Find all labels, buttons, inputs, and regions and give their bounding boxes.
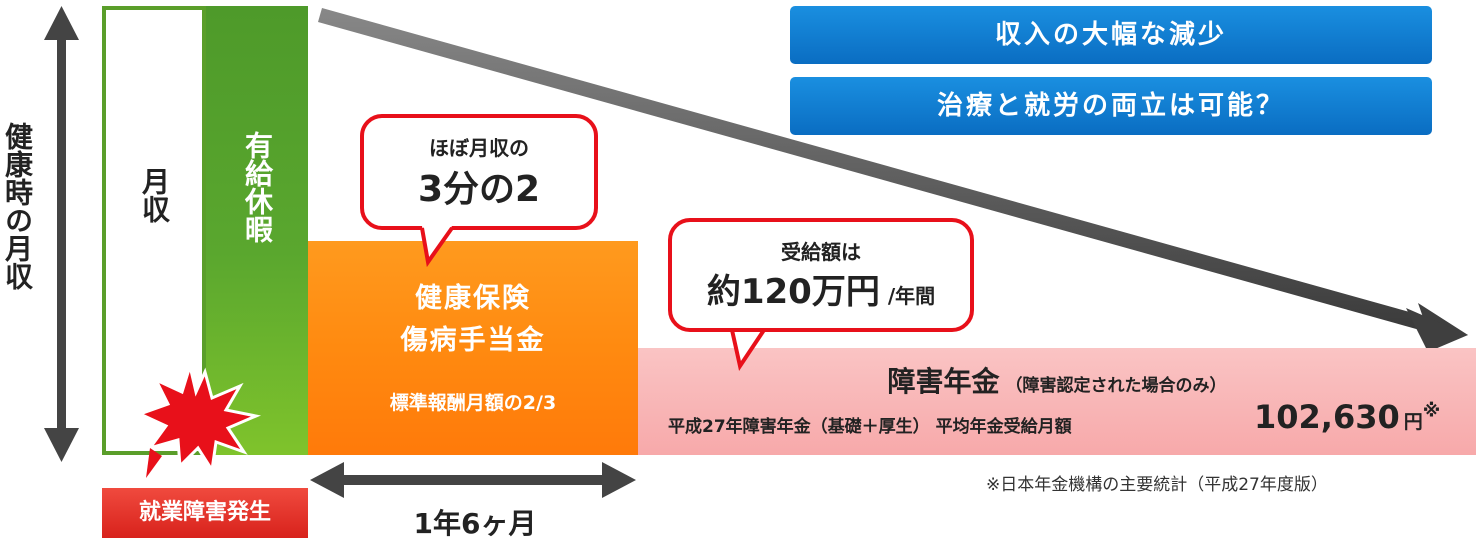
income-column-label: 月収 bbox=[138, 167, 171, 223]
income-decrease-banner: 収入の大幅な減少 bbox=[790, 6, 1432, 64]
axis-double-arrow bbox=[44, 6, 79, 462]
sickness-allowance-block bbox=[308, 241, 638, 455]
pension-bubble-line1: 受給額は bbox=[781, 240, 861, 264]
disability-pension-note: （障害認定された場合のみ） bbox=[1005, 376, 1227, 396]
disability-pension-block bbox=[638, 348, 1476, 455]
axis-label: 健康時の月収 bbox=[1, 122, 34, 290]
disability-pension-detail: 平成27年障害年金（基礎＋厚生） 平均年金受給月額 bbox=[668, 417, 1072, 437]
disability-pension-title: 障害年金（障害認定された場合のみ） bbox=[887, 365, 1227, 398]
work-balance-banner: 治療と就労の両立は可能？ bbox=[790, 77, 1432, 135]
allowance-speech-bubble bbox=[360, 114, 598, 230]
sickness-allowance-title: 健康保険 傷病手当金 bbox=[400, 283, 546, 356]
duration-label: 1年6ヶ月 bbox=[413, 507, 537, 540]
pension-bubble-line2: 約120万円/年間 bbox=[706, 272, 936, 312]
onset-label: 就業障害発生 bbox=[102, 488, 308, 538]
allowance-bubble-line1: ほぼ月収の bbox=[429, 136, 529, 160]
source-note: ※日本年金機構の主要統計（平成27年度版） bbox=[986, 475, 1328, 495]
duration-double-arrow bbox=[310, 462, 636, 498]
pension-speech-bubble bbox=[668, 218, 974, 332]
paid-leave-column-label: 有給休暇 bbox=[241, 131, 274, 243]
decline-arrow bbox=[318, 8, 1468, 352]
allowance-bubble-line2: 3分の2 bbox=[417, 169, 541, 210]
sickness-allowance-subtitle: 標準報酬月額の2/3 bbox=[389, 392, 557, 414]
